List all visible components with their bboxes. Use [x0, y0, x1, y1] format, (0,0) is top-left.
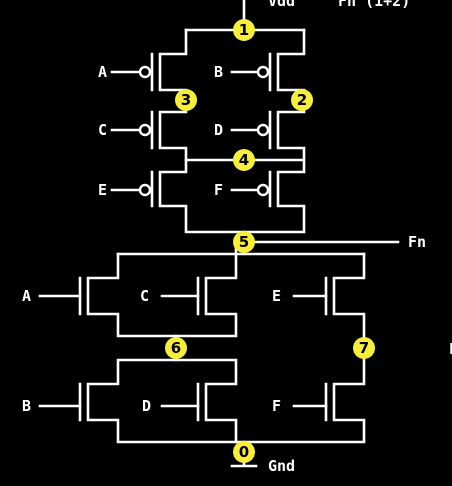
nmos-a-label: A	[22, 287, 31, 305]
pmos-d-label: D	[214, 121, 223, 139]
pull-up-network	[110, 0, 306, 244]
node-2-label: 2	[297, 91, 307, 109]
pull-down-network	[38, 240, 366, 468]
node-5-marker: 5	[233, 231, 255, 253]
right-edge-mark: F	[449, 340, 452, 358]
pmos-c-label: C	[98, 121, 107, 139]
node-6-marker: 6	[165, 337, 187, 359]
pmos-f-label: F	[214, 181, 223, 199]
node-0-marker: 0	[233, 441, 255, 463]
top-right-clipped-text: Fn (1+2)	[338, 0, 410, 10]
node-2-marker: 2	[291, 89, 313, 111]
nmos-b-label: B	[22, 397, 31, 415]
node-1-label: 1	[239, 21, 249, 39]
output-fn-label: Fn	[408, 233, 426, 251]
node-3-marker: 3	[175, 89, 197, 111]
node-6-label: 6	[171, 339, 181, 357]
nmos-c-label: C	[140, 287, 149, 305]
pmos-b-label: B	[214, 63, 223, 81]
node-7-label: 7	[359, 339, 369, 357]
nmos-e-label: E	[272, 287, 281, 305]
nmos-f-label: F	[272, 397, 281, 415]
node-0-label: 0	[239, 443, 249, 461]
node-4-label: 4	[239, 151, 249, 169]
pmos-a-label: A	[98, 63, 107, 81]
node-3-label: 3	[181, 91, 191, 109]
node-5-label: 5	[239, 233, 249, 251]
vdd-label: Vdd	[268, 0, 295, 10]
node-7-marker: 7	[353, 337, 375, 359]
node-1-marker: 1	[233, 19, 255, 41]
nmos-d-label: D	[142, 397, 151, 415]
gnd-label: Gnd	[268, 457, 295, 475]
node-4-marker: 4	[233, 149, 255, 171]
pmos-e-label: E	[98, 181, 107, 199]
